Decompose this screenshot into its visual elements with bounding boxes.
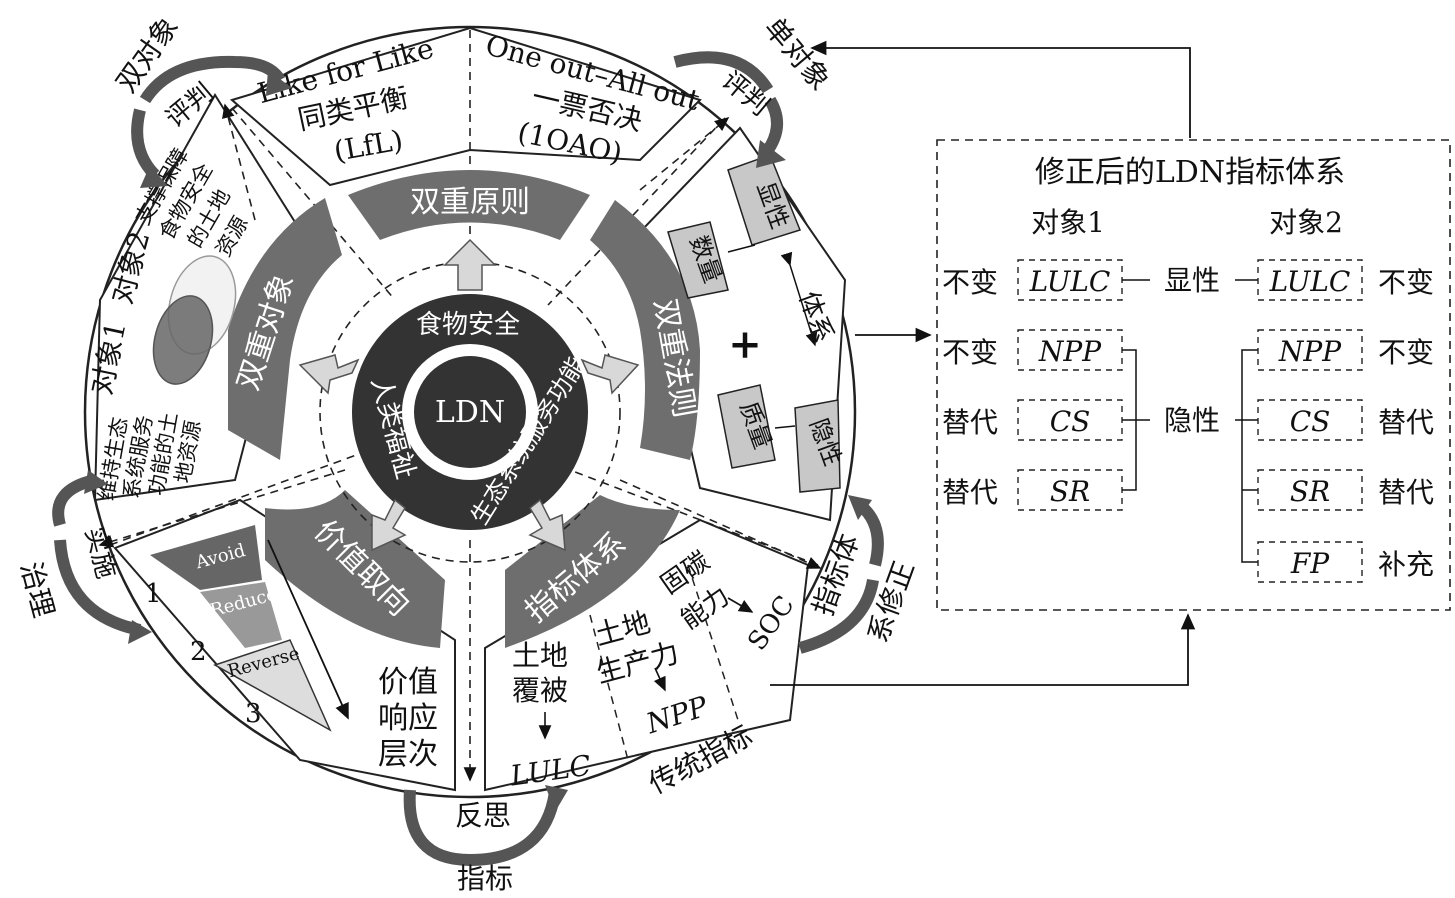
- segment-dual-object: [228, 198, 342, 460]
- left-status-3: 替代: [942, 476, 998, 509]
- box-quantity: [667, 221, 729, 299]
- revised-title: 修正后的LDN指标体系: [1035, 155, 1345, 190]
- box-implicit: [794, 399, 841, 493]
- segment-indicator-system: [505, 495, 680, 648]
- left-status-0: 不变: [942, 266, 998, 299]
- tier-reduce: [200, 582, 282, 648]
- label-reflect: 反思: [455, 799, 511, 832]
- dashed-dividers: [98, 30, 822, 782]
- label-govern: 治理: [14, 558, 60, 621]
- right-code-4: FP: [1290, 547, 1330, 580]
- response-line1: 价值: [378, 665, 438, 700]
- land-cover-2: 覆被: [512, 674, 568, 707]
- tier-num-1: 1: [145, 579, 162, 609]
- right-code-box-2: [1257, 399, 1363, 441]
- right-code-2: CS: [1290, 405, 1331, 438]
- response-line2: 响应: [378, 701, 438, 736]
- ring-food-security: 食物安全: [416, 310, 520, 340]
- right-code-1: NPP: [1278, 335, 1342, 368]
- right-code-3: SR: [1290, 475, 1330, 508]
- value-pyramid: Avoid Reduce Reverse 1 2 3 价值 响应 层次: [145, 525, 438, 772]
- arrow-left: [298, 354, 360, 395]
- right-code-box-3: [1257, 469, 1363, 511]
- label-indicator: 指标: [457, 862, 513, 895]
- left-code-0: LULC: [1029, 265, 1111, 298]
- right-status-2: 替代: [1378, 406, 1434, 439]
- label-double-object: 双对象: [110, 11, 185, 99]
- segment-dual-principle-label: 双重原则: [410, 185, 530, 220]
- revised-implicit: 隐性: [1164, 404, 1220, 437]
- right-status-1: 不变: [1378, 336, 1434, 369]
- tier-num-3: 3: [245, 699, 262, 729]
- revised-indicator-system: 修正后的LDN指标体系 对象1 对象2 不变 不变 替代 替代 LULC NPP…: [936, 139, 1451, 611]
- revised-obj1: 对象1: [1031, 206, 1105, 239]
- segment-dual-principle: [348, 170, 590, 240]
- left-code-3: SR: [1050, 475, 1090, 508]
- land-cover-1: 土地: [512, 639, 568, 672]
- connectors: [770, 40, 1196, 686]
- revised-frame: [936, 139, 1451, 611]
- object1-ellipse: [152, 295, 214, 385]
- label-evaluate-right: 评判: [716, 66, 775, 122]
- arrow-down-left: [371, 498, 407, 552]
- box-explicit: [727, 154, 801, 246]
- revised-explicit: 显性: [1164, 264, 1220, 297]
- tier-reverse: [213, 639, 332, 732]
- right-code-box-1: [1257, 329, 1363, 371]
- right-code-box-4: [1257, 541, 1363, 583]
- revised-obj2: 对象2: [1269, 206, 1343, 239]
- tier-num-2: 2: [190, 637, 207, 667]
- left-code-1: NPP: [1038, 335, 1102, 368]
- tier-avoid: [150, 525, 262, 590]
- cycle-arrowheads: [84, 70, 872, 812]
- right-code-box-0: [1257, 259, 1363, 301]
- right-status-4: 补充: [1378, 548, 1434, 581]
- left-status-2: 替代: [942, 406, 998, 439]
- core-arrows: [298, 238, 640, 552]
- left-status-1: 不变: [942, 336, 998, 369]
- right-status-3: 替代: [1378, 476, 1434, 509]
- law-plus: +: [728, 321, 762, 368]
- response-line3: 层次: [378, 737, 438, 772]
- right-status-0: 不变: [1378, 266, 1434, 299]
- arrow-down-right: [528, 498, 566, 552]
- left-code-2: CS: [1050, 405, 1091, 438]
- arrow-up: [443, 238, 497, 291]
- sector-frame-top: [229, 26, 702, 187]
- box-quality: [717, 384, 776, 469]
- core-ldn-label: LDN: [435, 395, 505, 430]
- right-code-0: LULC: [1269, 265, 1351, 298]
- segment-dual-law: [590, 200, 700, 460]
- segment-value-orientation: [265, 490, 445, 648]
- arrow-right: [580, 354, 640, 395]
